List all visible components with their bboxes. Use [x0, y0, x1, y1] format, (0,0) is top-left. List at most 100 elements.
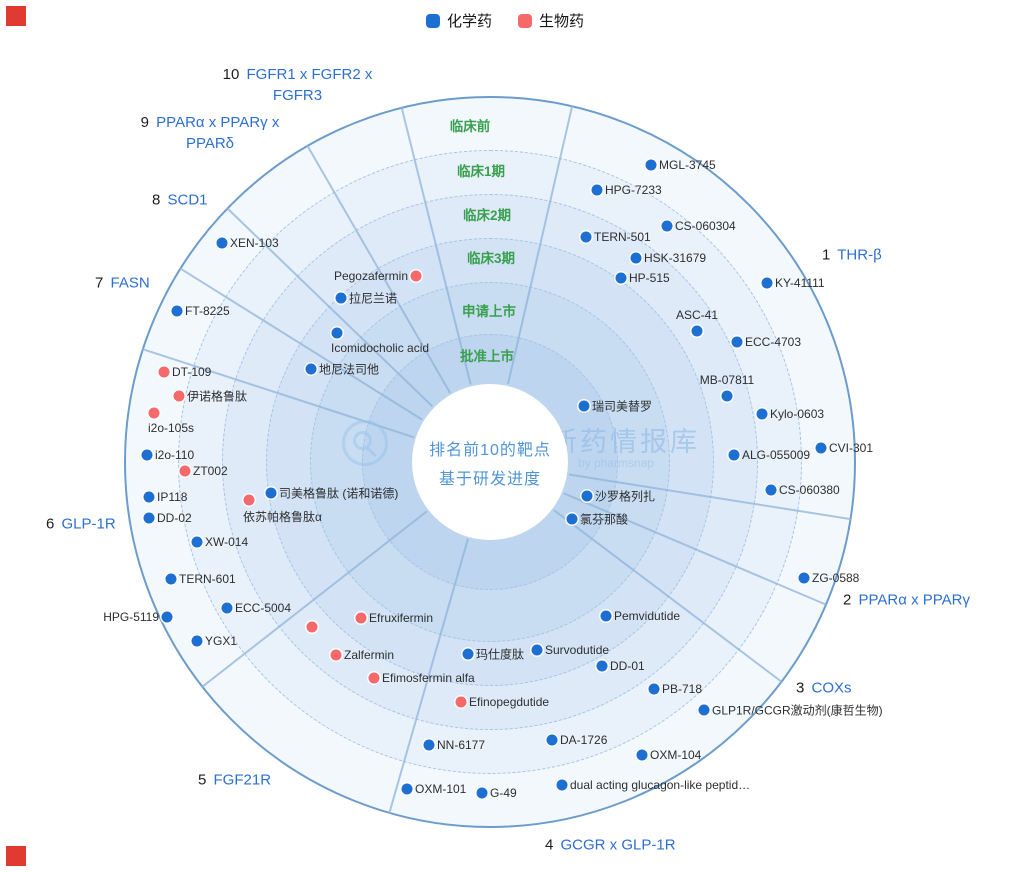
drug-label: 司美格鲁肽 (诺和诺德) [279, 486, 399, 501]
drug-dot[interactable] [306, 621, 318, 633]
drug-dot[interactable] [531, 644, 543, 656]
drug-dot[interactable] [546, 734, 558, 746]
drug-label: Efinopegdutide [469, 695, 550, 709]
drug-dot[interactable] [630, 252, 642, 264]
target-label-10: 10 FGFR1 x FGFR2 x FGFR3 [222, 66, 373, 104]
drug-label: Survodutide [545, 643, 610, 657]
drug-dot[interactable] [596, 660, 608, 672]
drug-dot[interactable] [179, 465, 191, 477]
drug-dot[interactable] [191, 536, 203, 548]
drug-label: ZG-0588 [812, 571, 860, 585]
drug-dot[interactable] [141, 449, 153, 461]
drug-dot[interactable] [600, 610, 612, 622]
stage-label: 临床3期 [466, 251, 516, 266]
drug-label: 伊诺格鲁肽 [187, 389, 248, 404]
drug-dot[interactable] [721, 390, 733, 402]
drug-label: XEN-103 [230, 236, 279, 250]
target-label-5: 5 FGF21R [198, 771, 272, 789]
drug-dot[interactable] [148, 407, 160, 419]
drug-dot[interactable] [331, 327, 343, 339]
drug-label: Zalfermin [344, 648, 395, 662]
drug-dot[interactable] [355, 612, 367, 624]
stage-label: 临床前 [449, 119, 491, 134]
drug-label: IP118 [157, 490, 188, 504]
drug-dot[interactable] [798, 572, 810, 584]
stage-label: 临床1期 [456, 164, 506, 179]
drug-label: PB-718 [662, 682, 703, 696]
drug-label: ECC-5004 [235, 601, 292, 615]
drug-dot[interactable] [761, 277, 773, 289]
drug-dot[interactable] [476, 787, 488, 799]
drug-dot[interactable] [455, 696, 467, 708]
drug-dot[interactable] [691, 325, 703, 337]
drug-label: 瑞司美替罗 [592, 399, 653, 414]
drug-dot[interactable] [462, 648, 474, 660]
drug-dot[interactable] [615, 272, 627, 284]
drug-label: MGL-3745 [659, 158, 716, 172]
drug-label: TERN-601 [179, 572, 236, 586]
target-label-1: 1 THR-β [822, 246, 882, 264]
drug-dot[interactable] [221, 602, 233, 614]
drug-dot[interactable] [335, 292, 347, 304]
drug-dot[interactable] [410, 270, 422, 282]
drug-dot[interactable] [161, 611, 173, 623]
drug-label: i2o-105s [148, 421, 195, 435]
drug-label: FT-8225 [185, 304, 230, 318]
drug-dot[interactable] [645, 159, 657, 171]
drug-label: HSK-31679 [644, 251, 707, 265]
drug-label: HPG-7233 [605, 183, 662, 197]
drug-dot[interactable] [171, 305, 183, 317]
drug-dot[interactable] [243, 494, 255, 506]
drug-dot[interactable] [165, 573, 177, 585]
drug-dot[interactable] [401, 783, 413, 795]
drug-dot[interactable] [330, 649, 342, 661]
drug-label: Icomidocholic acid [331, 341, 430, 355]
drug-dot[interactable] [143, 512, 155, 524]
drug-label: HP-515 [629, 271, 670, 285]
drug-dot[interactable] [578, 400, 590, 412]
drug-label: NN-6177 [437, 738, 486, 752]
drug-dot[interactable] [731, 336, 743, 348]
drug-label: 沙罗格列扎 [595, 489, 656, 504]
legend-marker-bio [518, 13, 532, 28]
drug-dot[interactable] [728, 449, 740, 461]
corner-marker-top-left [6, 6, 26, 26]
stage-label: 申请上市 [462, 304, 516, 319]
drug-dot[interactable] [566, 513, 578, 525]
drug-dot[interactable] [368, 672, 380, 684]
legend-item-bio[interactable]: 生物药 [518, 10, 584, 31]
drug-label: GLP1R/GCGR激动剂(康哲生物) [712, 703, 883, 718]
drug-dot[interactable] [661, 220, 673, 232]
drug-dot[interactable] [581, 490, 593, 502]
drug-dot[interactable] [265, 487, 277, 499]
drug-dot[interactable] [815, 442, 827, 454]
drug-dot[interactable] [756, 408, 768, 420]
drug-label: Kylo-0603 [770, 407, 825, 421]
target-label-3: 3 COXs [796, 679, 852, 697]
drug-dot[interactable] [765, 484, 777, 496]
drug-dot[interactable] [191, 635, 203, 647]
drug-dot[interactable] [556, 779, 568, 791]
drug-dot[interactable] [305, 363, 317, 375]
stage-label: 批准上市 [460, 349, 514, 364]
drug-dot[interactable] [216, 237, 228, 249]
drug-dot[interactable] [580, 231, 592, 243]
drug-label: Efimosfermin alfa [382, 671, 475, 685]
drug-dot[interactable] [173, 390, 185, 402]
drug-dot[interactable] [591, 184, 603, 196]
drug-dot[interactable] [423, 739, 435, 751]
legend-label: 化学药 [446, 13, 492, 30]
target-label-7: 7 FASN [95, 274, 150, 292]
stage-label: 临床2期 [462, 208, 512, 223]
drug-dot[interactable] [698, 704, 710, 716]
drug-label: Efruxifermin [369, 611, 434, 625]
legend-item-chem[interactable]: 化学药 [425, 10, 492, 31]
drug-dot[interactable] [636, 749, 648, 761]
drug-dot[interactable] [158, 366, 170, 378]
drug-dot[interactable] [143, 491, 155, 503]
drug-dot[interactable] [648, 683, 660, 695]
